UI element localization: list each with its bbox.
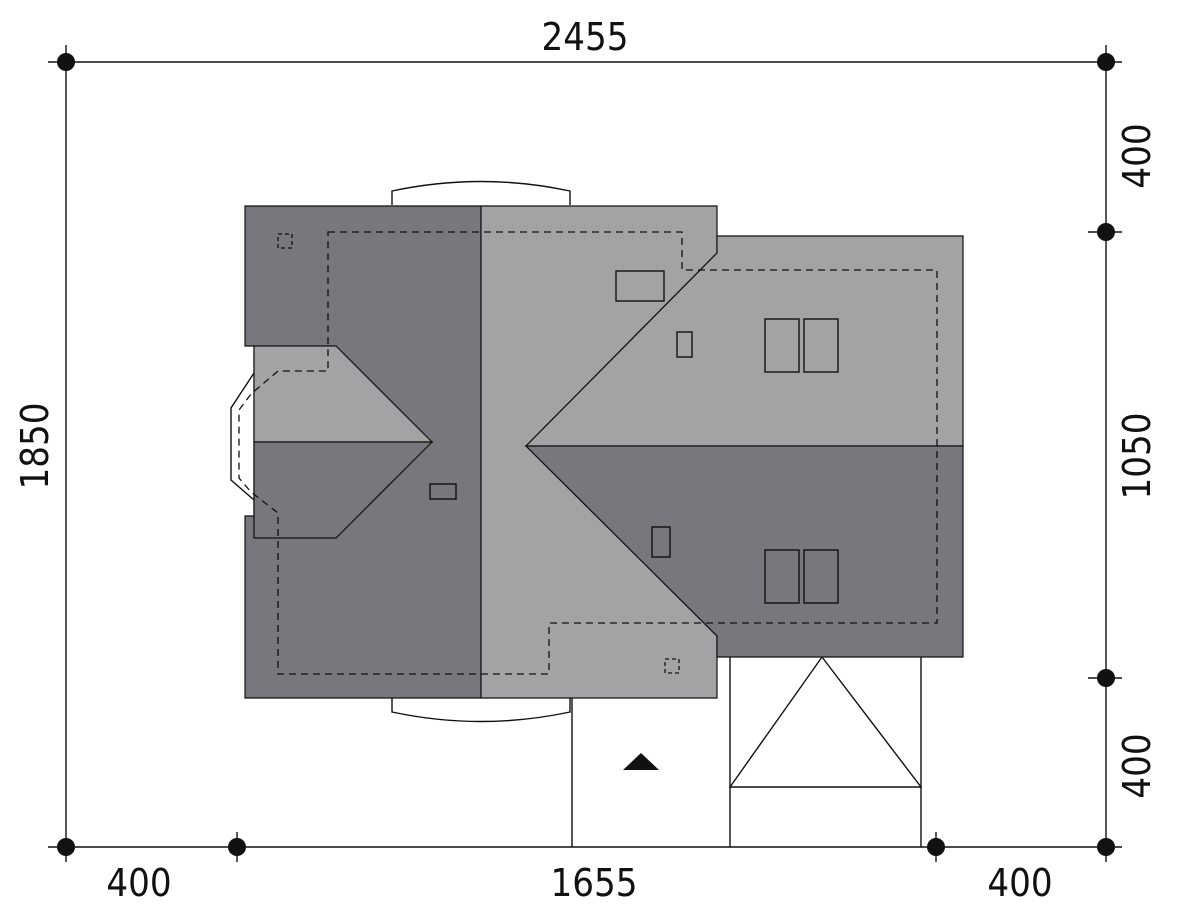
vent	[664, 658, 680, 674]
dimension-dots	[57, 53, 1115, 856]
bay-gable-lower	[253, 441, 434, 539]
skylight	[803, 318, 839, 373]
dimension-dot	[1097, 838, 1115, 856]
dimension-dot	[1097, 53, 1115, 71]
dimension-left-total: 1850	[13, 403, 57, 490]
chimney	[615, 270, 665, 302]
triangle-up-icon	[623, 753, 659, 770]
skylight	[764, 549, 800, 604]
driveway-lines	[571, 655, 923, 847]
chimney	[651, 526, 671, 558]
dimension-dot	[57, 53, 75, 71]
chimney	[676, 331, 693, 358]
dimension-right-upper: 400	[1115, 123, 1159, 188]
skylight	[803, 549, 839, 604]
roof-elements	[277, 233, 839, 674]
chimney	[429, 483, 457, 500]
vent	[277, 233, 293, 249]
dimension-right-middle: 1050	[1115, 413, 1159, 500]
top-overhang-arc	[391, 180, 571, 205]
dimension-dot	[57, 838, 75, 856]
wall-outline-dashed	[238, 231, 938, 675]
dimension-bottom-left: 400	[106, 861, 171, 905]
dimension-dot	[927, 838, 945, 856]
roof	[230, 205, 964, 699]
dimension-dot	[1097, 669, 1115, 687]
dimension-bottom-middle: 1655	[551, 861, 638, 905]
dimension-dot	[228, 838, 246, 856]
dimension-dot	[1097, 223, 1115, 241]
dimension-right-lower: 400	[1115, 733, 1159, 798]
roof-right-lower-slope	[524, 445, 964, 658]
dimension-top-total: 2455	[542, 15, 629, 59]
bottom-overhang-arc	[391, 698, 571, 723]
carport-roof-triangle	[728, 655, 923, 788]
bay-window-outline	[230, 372, 255, 501]
skylight	[764, 318, 800, 373]
dimension-bottom-right: 400	[987, 861, 1052, 905]
